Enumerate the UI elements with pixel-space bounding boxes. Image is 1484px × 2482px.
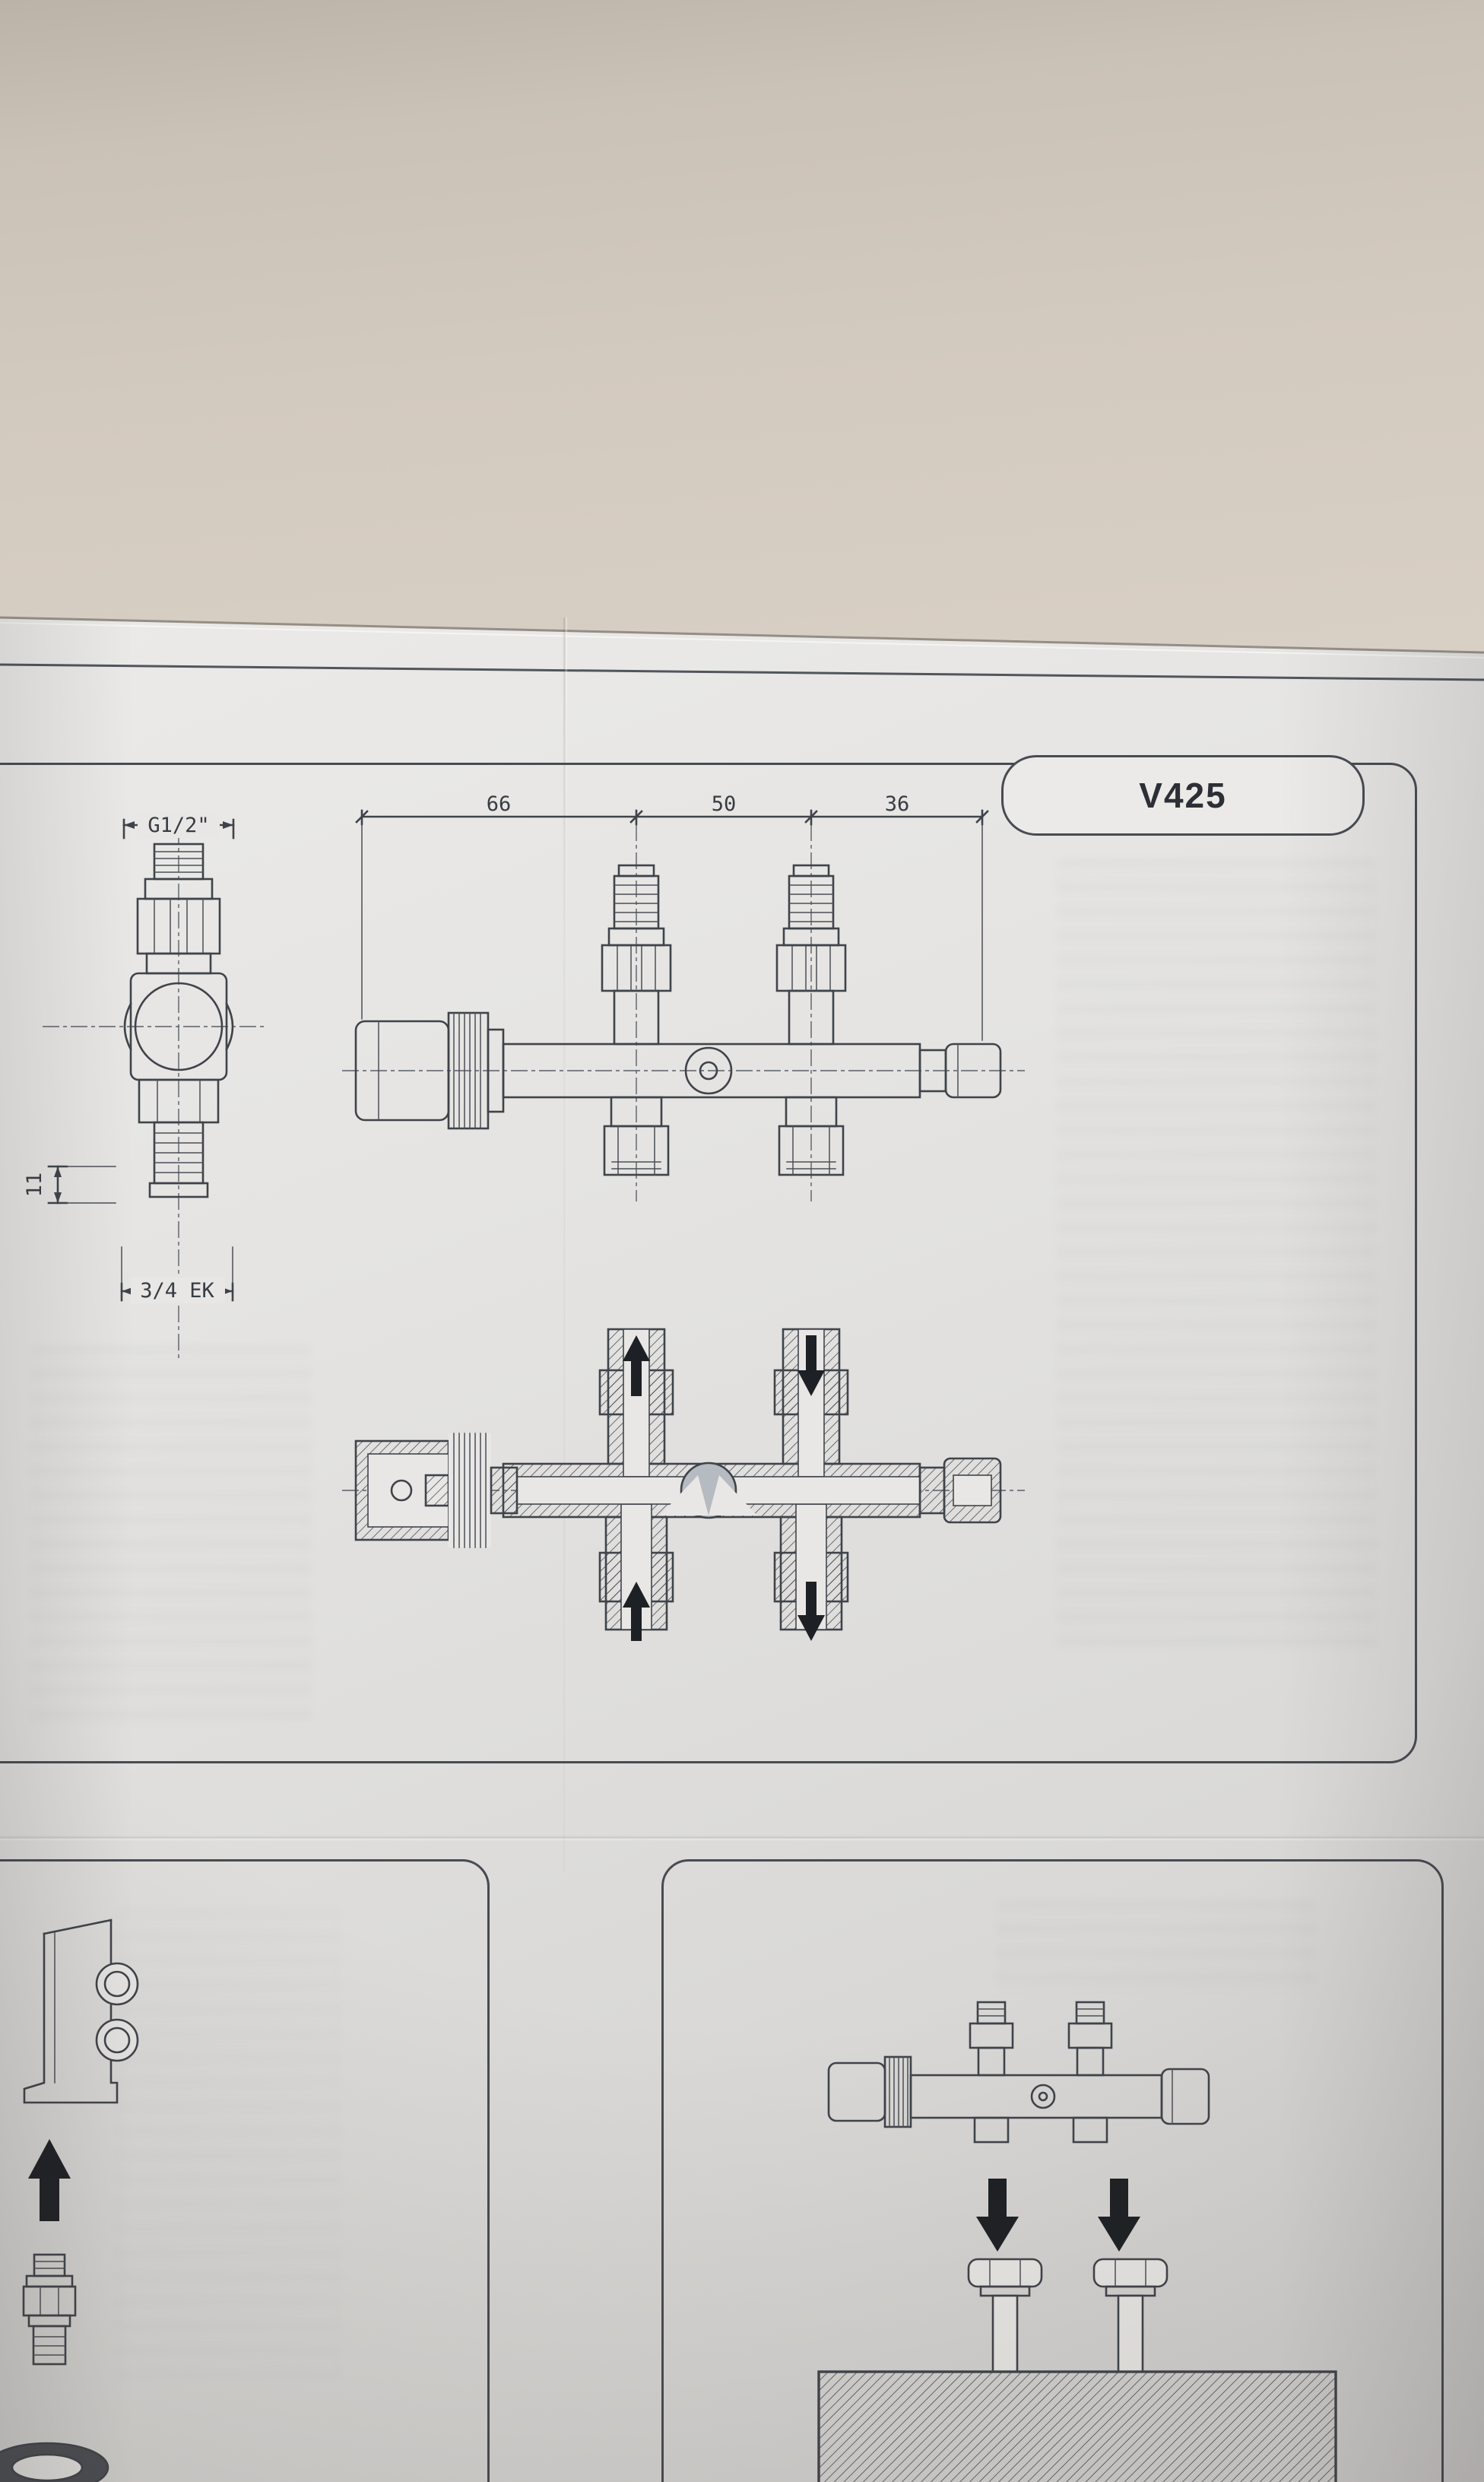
- bottom-port-right: [778, 1096, 845, 1176]
- radiator-outline: [23, 1919, 119, 2104]
- installation-diagram: [817, 2001, 1337, 2482]
- front-view-drawing: 66 50 36: [342, 792, 1025, 1201]
- dimension-bottom-thread: 3/4 EK: [120, 1246, 234, 1303]
- floor-block: [817, 2370, 1337, 2482]
- flow-up-arrow-icon: [623, 1582, 650, 1641]
- flow-down-arrow-icon: [797, 1582, 825, 1641]
- dim-offset-label: 11: [23, 1173, 46, 1198]
- end-cap: [918, 1043, 1002, 1099]
- flow-arrows: [623, 1335, 825, 1641]
- flow-up-arrow-icon: [623, 1335, 650, 1396]
- radiator-tapping-bottom: [95, 2018, 139, 2062]
- radiator-connection-panel: [0, 1859, 490, 2482]
- dimension-top-thread: G1/2": [122, 812, 235, 840]
- install-up-arrow-icon: [28, 2139, 71, 2221]
- dim-66-label: 66: [487, 792, 512, 816]
- flow-down-arrow-icon: [797, 1335, 825, 1396]
- top-port-left: [601, 864, 672, 1046]
- thermostat-adapter: [354, 1011, 505, 1130]
- installation-panel: [661, 1859, 1444, 2482]
- radiator-connection-diagram: [0, 1919, 139, 2482]
- centerlines: [43, 827, 265, 1360]
- radiator-tapping-top: [95, 1962, 139, 2006]
- dimension-offset: 11: [23, 1165, 116, 1204]
- tailpiece-fitting: [22, 2253, 77, 2366]
- sectioned-body: [502, 1328, 921, 1631]
- dim-50-label: 50: [712, 792, 737, 816]
- tailpiece-left: [967, 2258, 1043, 2373]
- model-label: V425: [1139, 776, 1227, 815]
- centerlines: [342, 824, 1025, 1201]
- dim-bottom-thread-label: 3/4 EK: [140, 1279, 214, 1303]
- install-down-arrow-icon: [1098, 2179, 1140, 2252]
- bottom-port-left: [603, 1096, 670, 1176]
- dim-36-label: 36: [885, 792, 910, 816]
- top-port-right: [775, 864, 847, 1046]
- dimension-chain: 66 50 36: [355, 792, 989, 1041]
- tailpiece-right: [1092, 2258, 1168, 2373]
- sectioned-end-cap: [918, 1457, 1002, 1524]
- drawing-panel: [0, 763, 1417, 1763]
- dim-top-thread-label: G1/2": [147, 814, 209, 837]
- gasket-ring: [0, 2442, 109, 2482]
- model-label-box: V425: [1001, 755, 1365, 836]
- install-down-arrow-icon: [976, 2179, 1019, 2252]
- section-view-drawing: [342, 1328, 1025, 1641]
- sectioned-thermostat-adapter: [354, 1433, 518, 1548]
- side-view-drawing: G1/2": [23, 812, 265, 1360]
- valve-small: [827, 2001, 1210, 2144]
- valve-side-view: [123, 843, 234, 1198]
